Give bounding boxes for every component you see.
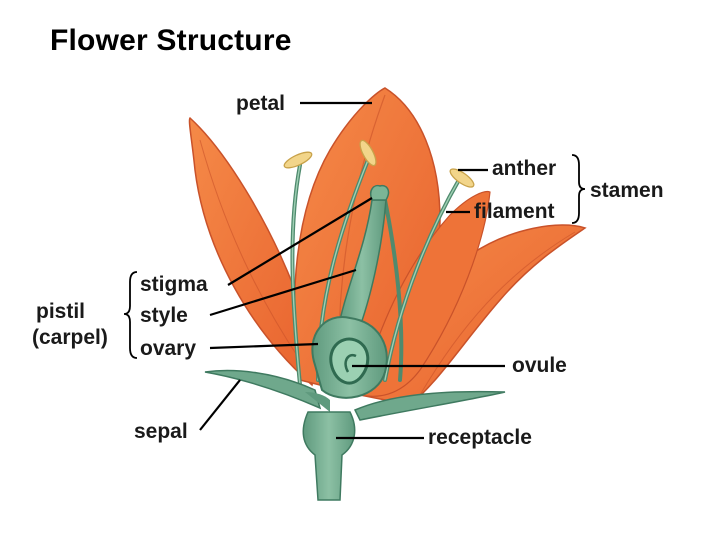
label-anther: anther — [492, 157, 556, 180]
label-ovule: ovule — [512, 354, 567, 377]
pistil-style — [337, 184, 390, 333]
receptacle — [302, 411, 356, 501]
pistil-brace — [123, 271, 138, 359]
label-filament: filament — [474, 200, 555, 223]
sepals — [204, 369, 506, 421]
ovary — [311, 316, 388, 399]
label-style: style — [140, 304, 188, 327]
label-ovary: ovary — [140, 337, 196, 360]
label-sepal: sepal — [134, 420, 188, 443]
label-pistil: pistil — [36, 300, 85, 323]
label-petal: petal — [236, 92, 285, 115]
label-carpel: (carpel) — [32, 326, 108, 349]
stamen-brace — [571, 154, 586, 224]
leader-lines — [199, 101, 505, 440]
label-receptacle: receptacle — [428, 426, 532, 449]
label-stigma: stigma — [140, 273, 208, 296]
page-title: Flower Structure — [50, 24, 292, 57]
anthers — [283, 139, 475, 188]
label-stamen: stamen — [590, 179, 664, 202]
